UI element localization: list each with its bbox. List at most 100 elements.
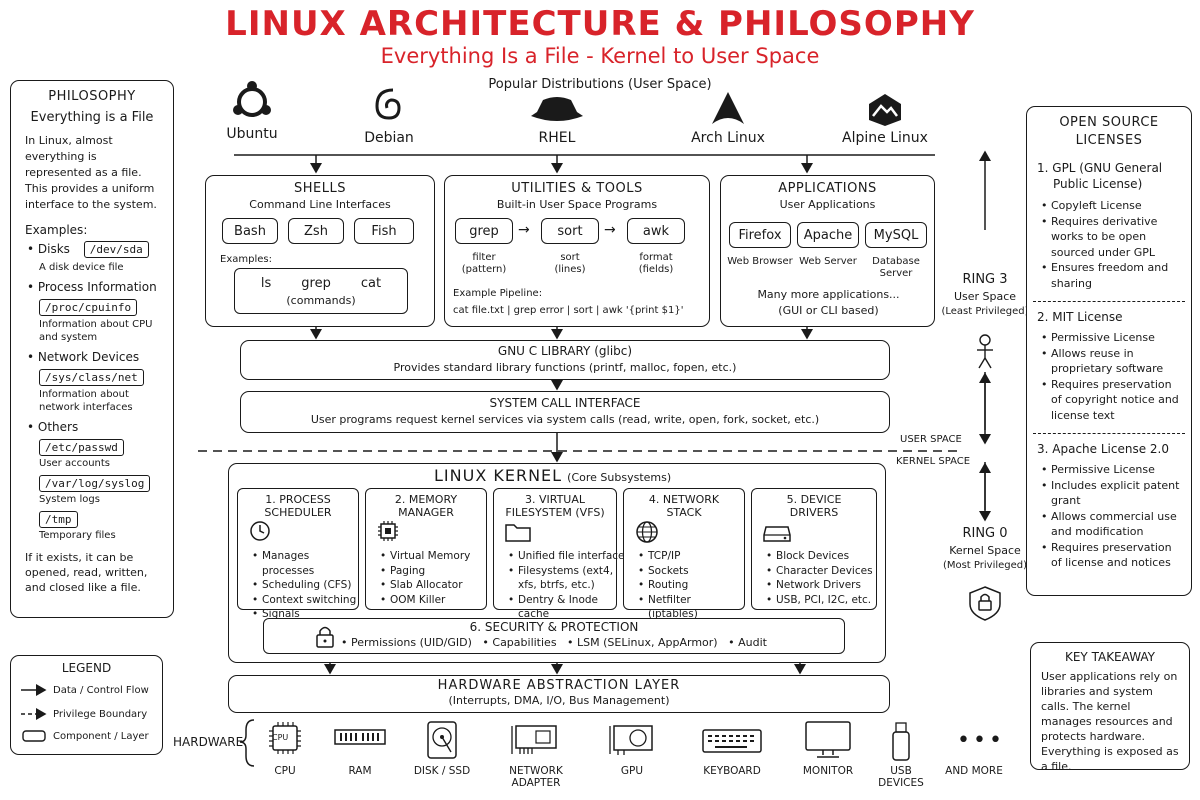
app-desc: Web Browser [727, 256, 793, 267]
network-card-icon [511, 725, 557, 754]
tool-sort: sort [541, 218, 599, 244]
legend-panel: LEGEND Data / Control Flow Privilege Bou… [10, 655, 163, 755]
distro-arch: Arch Linux [678, 90, 778, 148]
shell-fish: Fish [354, 218, 414, 244]
command-grep: grep [301, 275, 331, 291]
distro-debian: Debian [349, 80, 429, 150]
subsystem-items: Virtual MemoryPaging Slab AllocatorOOM K… [376, 549, 470, 607]
monitor-icon [805, 721, 851, 758]
hw-label-more: AND MORE [945, 765, 1003, 777]
license-apache: 3. Apache License 2.0 Permissive License… [1037, 442, 1185, 571]
legend-symbols [21, 684, 47, 742]
hal-box: HARDWARE ABSTRACTION LAYER (Interrupts, … [228, 675, 890, 713]
app-apache: Apache [797, 222, 859, 248]
page-title: LINUX ARCHITECTURE & PHILOSOPHY [225, 4, 975, 44]
subsystem-items: Manages processesScheduling (CFS) Contex… [248, 549, 358, 622]
ring3-line2: (Least Privileged) [941, 306, 1029, 317]
subsystem-title: 4. NETWORK [648, 493, 720, 506]
license-points: Permissive License Allows reuse in propr… [1037, 330, 1185, 423]
alpine-mountain-icon [869, 94, 901, 126]
examples-label: Examples: [25, 223, 88, 237]
glibc-title: GNU C LIBRARY (glibc) [497, 344, 633, 358]
shell-zsh: Zsh [288, 218, 344, 244]
distro-ubuntu: Ubuntu [212, 80, 292, 150]
pipe-arrow-icon: → [604, 222, 616, 238]
subsystem-title: 2. MEMORY [394, 493, 458, 506]
subsystem-title: FILESYSTEM (VFS) [505, 506, 605, 519]
utilities-box: UTILITIES & TOOLS Built-in User Space Pr… [444, 175, 710, 327]
hw-label-ram: RAM [348, 765, 372, 777]
hw-label-disk: DISK / SSD [413, 765, 471, 777]
ring0-label: RING 0 Kernel Space (Most Privileged) [925, 526, 1045, 571]
path-var-log-syslog: /var/log/syslog [39, 475, 151, 492]
syscall-title: SYSTEM CALL INTERFACE [489, 396, 641, 410]
security-items: • Permissions (UID/GID) • Capabilities •… [341, 636, 767, 649]
ring3-label: RING 3 User Space (Least Privileged) [925, 272, 1045, 317]
drive-icon [763, 526, 791, 542]
redhat-hat-icon [531, 97, 583, 121]
commands-caption: (commands) [286, 293, 356, 307]
hal-title: HARDWARE ABSTRACTION LAYER [437, 678, 681, 693]
subsystem-title: DRIVERS [789, 506, 839, 519]
license-points: Permissive License Includes explicit pat… [1037, 462, 1185, 571]
distro-label: Ubuntu [226, 126, 278, 142]
pipeline-label: Example Pipeline: [453, 288, 543, 299]
example-group-network: • Network Devices /sys/class/net Informa… [27, 350, 169, 414]
applications-box: APPLICATIONS User Applications Firefox A… [720, 175, 935, 327]
group-label: Disks [37, 242, 70, 256]
hw-label-gpu: GPU [620, 765, 644, 777]
subsystem-items: Block DevicesCharacter Devices Network D… [762, 549, 873, 607]
distro-label: RHEL [538, 130, 576, 146]
example-group-process: • Process Information /proc/cpuinfo Info… [27, 280, 169, 344]
shells-box: SHELLS Command Line Interfaces Bash Zsh … [205, 175, 435, 327]
tool-desc: format(fields) [638, 252, 674, 275]
path-desc: Information about network interfaces [39, 389, 133, 413]
group-label: Process Information [37, 280, 157, 294]
subsystem-title: 1. PROCESS [265, 493, 331, 506]
security-box: 6. SECURITY & PROTECTION • Permissions (… [263, 618, 845, 654]
disk-icon [427, 721, 457, 759]
philosophy-heading: PHILOSOPHY [48, 89, 136, 104]
legend-item: Privilege Boundary [53, 709, 148, 720]
app-desc: Web Server [799, 256, 857, 267]
ring0-line2: (Most Privileged) [942, 560, 1028, 571]
hardware-label: HARDWARE [173, 735, 244, 749]
license-mit: 2. MIT License Permissive License Allows… [1037, 310, 1185, 423]
example-group-disks: • Disks /dev/sda A disk device file [27, 241, 169, 274]
takeaway-panel: KEY TAKEAWAY User applications rely on l… [1030, 642, 1190, 773]
ring0-line1: Kernel Space [949, 544, 1021, 557]
tool-desc: sort(lines) [554, 252, 586, 275]
path-desc: User accounts [39, 458, 111, 469]
distro-rhel: RHEL [517, 92, 597, 148]
license-divider [1033, 301, 1185, 302]
subsystem-items: Unified file interfaceFilesystems (ext4,… [504, 549, 628, 622]
path-dev-sda: /dev/sda [83, 241, 149, 258]
path-sys-class-net: /sys/class/net [39, 369, 144, 386]
ellipsis-icon: ••• [957, 728, 1005, 753]
distro-label: Debian [364, 130, 414, 146]
license-title: 2. MIT License [1037, 310, 1123, 324]
license-divider [1033, 433, 1185, 434]
box-icon [22, 730, 46, 742]
license-title: 1. GPL (GNU General [1037, 161, 1163, 175]
path-desc: Temporary files [39, 530, 116, 541]
path-tmp: /tmp [39, 511, 78, 528]
philosophy-footer: If it exists, it can be opened, read, wr… [25, 551, 148, 594]
apps-more-note: (GUI or CLI based) [778, 304, 879, 317]
distro-label: Arch Linux [691, 130, 765, 146]
shell-bash: Bash [222, 218, 278, 244]
syscall-desc: User programs request kernel services vi… [310, 413, 820, 426]
example-group-others: • Others /etc/passwd User accounts /var/… [27, 420, 169, 542]
distro-label: Alpine Linux [842, 130, 928, 146]
kernel-heading: LINUX KERNEL (Core Subsystems) [434, 466, 671, 485]
legend-item: Component / Layer [53, 731, 149, 742]
padlock-icon [316, 626, 334, 648]
